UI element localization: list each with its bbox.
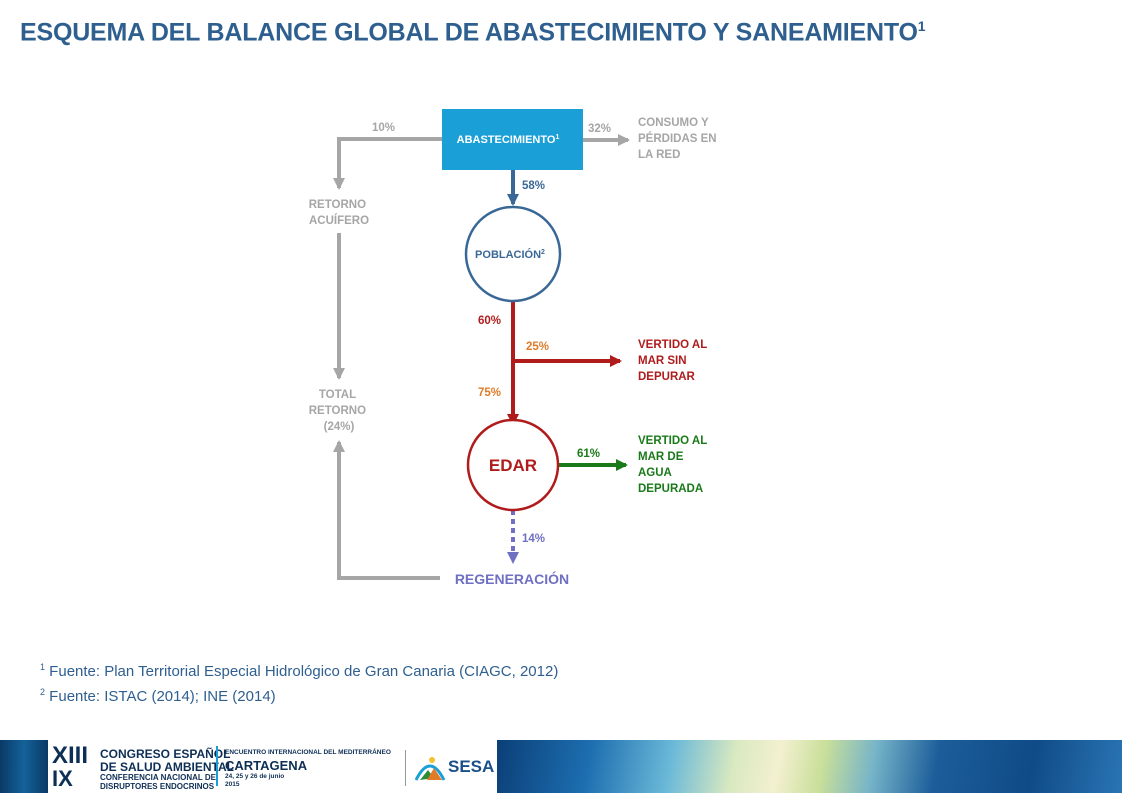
banner-right-artwork: [497, 740, 1122, 793]
cartagena-line: CARTAGENA: [225, 758, 308, 773]
banner-separator: [405, 750, 406, 786]
flow-label-poblacion: 58%: [522, 180, 545, 192]
conference-line-2: DISRUPTORES ENDOCRINOS: [100, 782, 215, 791]
sesa-logo-icon: [414, 757, 446, 781]
conference-number: IX: [52, 766, 73, 791]
footnote-2: 2 Fuente: ISTAC (2014); INE (2014): [40, 687, 276, 705]
poblacion-label: POBLACIÓN2: [475, 248, 545, 261]
consumo-label: CONSUMO Y PÉRDIDAS EN LA RED: [638, 117, 720, 161]
flow-label-poblacion-out: 60%: [478, 315, 501, 327]
flow-diagram: ABASTECIMIENTO1 POBLACIÓN2 EDAR REGENERA…: [309, 109, 720, 587]
edar-node: [466, 418, 560, 512]
footnotes: 1 Fuente: Plan Territorial Especial Hidr…: [40, 657, 558, 707]
abastecimiento-node: [442, 109, 583, 170]
edar-label: EDAR: [489, 456, 537, 475]
banner-left-stripe: [0, 740, 48, 793]
abastecimiento-label: ABASTECIMIENTO1: [457, 134, 560, 146]
flow-label-consumo: 32%: [588, 123, 611, 135]
retorno-acuifero-label: RETORNO ACUÍFERO: [309, 199, 370, 227]
vertido-sin-depurar-label: VERTIDO AL MAR SIN DEPURAR: [638, 339, 710, 383]
congress-line-2: DE SALUD AMBIENTAL: [100, 760, 234, 774]
footer-banner: XIII IX CONGRESO ESPAÑOL DE SALUD AMBIEN…: [0, 740, 1122, 793]
poblacion-node: [464, 205, 562, 303]
flow-regeneracion-to-total: [333, 440, 440, 580]
flow-label-vertido-dep: 61%: [577, 448, 600, 460]
congress-number: XIII: [52, 742, 89, 769]
congress-line-1: CONGRESO ESPAÑOL: [100, 747, 231, 761]
flow-to-acuifero: [333, 137, 443, 190]
year-line: 2015: [225, 781, 240, 788]
page-title: ESQUEMA DEL BALANCE GLOBAL DE ABASTECIMI…: [20, 18, 926, 47]
total-retorno-label: TOTAL RETORNO (24%): [309, 389, 370, 433]
flow-label-vertido-sin: 25%: [526, 341, 549, 353]
flow-label-edar: 75%: [478, 387, 501, 399]
date-line: 24, 25 y 26 de junio: [225, 773, 285, 780]
sesa-logo-text: SESA: [448, 757, 495, 776]
regeneracion-label: REGENERACIÓN: [455, 570, 569, 587]
conference-line-1: CONFERENCIA NACIONAL DE: [100, 773, 217, 782]
flow-label-acuifero: 10%: [372, 122, 395, 134]
encuentro-line: ENCUENTRO INTERNACIONAL DEL MEDITERRÁNEO: [225, 749, 391, 756]
vertido-depurada-label: VERTIDO AL MAR DE AGUA DEPURADA: [638, 435, 710, 495]
banner-divider: [216, 746, 218, 786]
flow-label-regeneracion: 14%: [522, 533, 545, 545]
footnote-1: 1 Fuente: Plan Territorial Especial Hidr…: [40, 662, 559, 680]
